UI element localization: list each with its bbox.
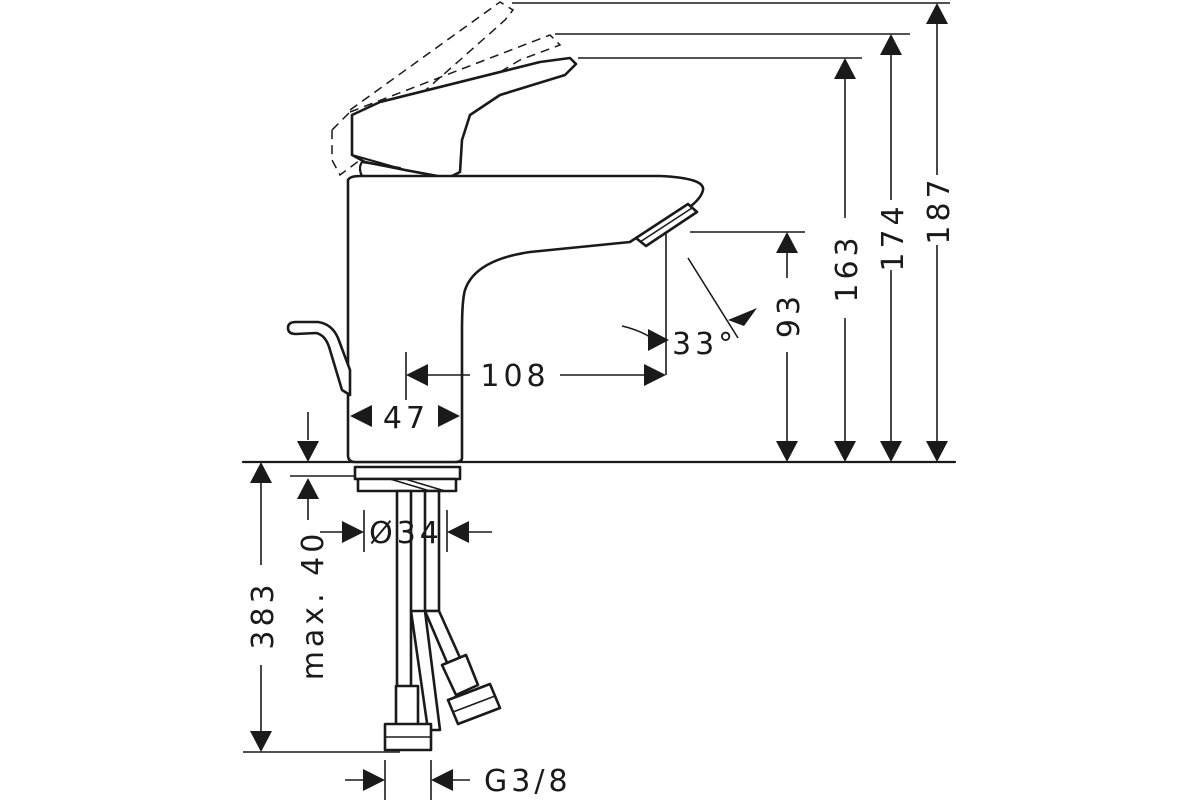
label-33-degrees: 33° bbox=[672, 327, 737, 362]
dim-g38 bbox=[345, 760, 470, 800]
dim-47 bbox=[350, 405, 460, 427]
dim-93 bbox=[776, 232, 798, 462]
dim-diameter-34 bbox=[320, 510, 492, 552]
label-g38: G3/8 bbox=[484, 764, 572, 799]
mounting-nut bbox=[353, 465, 462, 493]
angle-arrow-left bbox=[648, 329, 669, 351]
label-47: 47 bbox=[383, 401, 429, 436]
dim-174 bbox=[880, 34, 902, 462]
angle-arrow-right bbox=[728, 308, 757, 326]
dim-187 bbox=[926, 3, 948, 462]
label-108: 108 bbox=[480, 359, 549, 394]
label-187: 187 bbox=[922, 175, 957, 244]
popup-rod bbox=[286, 320, 352, 397]
label-93: 93 bbox=[772, 292, 807, 338]
dim-108 bbox=[405, 352, 666, 400]
supply-hoses bbox=[383, 489, 502, 752]
dim-max-40 bbox=[290, 412, 355, 520]
dim-163 bbox=[834, 58, 856, 462]
label-max-40: max. 40 bbox=[296, 530, 331, 681]
label-diameter-34: Ø34 bbox=[369, 516, 443, 551]
label-383: 383 bbox=[246, 580, 281, 649]
lever-raised-outline bbox=[331, 1, 562, 177]
lever-handle bbox=[350, 56, 578, 180]
faucet-body bbox=[346, 160, 705, 464]
label-163: 163 bbox=[830, 233, 865, 302]
dim-383 bbox=[250, 462, 272, 752]
label-174: 174 bbox=[876, 202, 911, 271]
aerator bbox=[634, 202, 699, 248]
